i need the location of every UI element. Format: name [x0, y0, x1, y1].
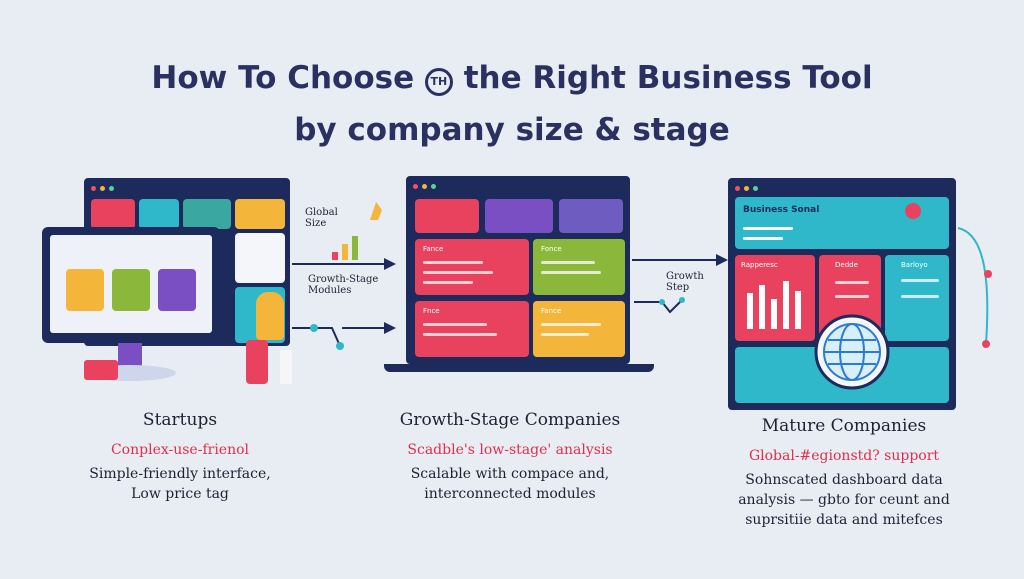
window-controls: [409, 179, 627, 193]
growth-desc-2: interconnected modules: [424, 486, 596, 502]
database-icon: [559, 199, 623, 233]
startups-desc-2: Low price tag: [131, 486, 229, 502]
title-badge-icon: TH: [424, 68, 453, 96]
mature-red-line: Global-#egionstd? support: [748, 448, 940, 464]
window-controls: [731, 181, 953, 195]
connector-startup-growth: [292, 202, 396, 350]
startups-heading: Startups: [142, 410, 218, 430]
growth-red-line: Scadble's low-stage' analysis: [407, 442, 613, 458]
title-line2: by company size & stage: [294, 112, 730, 148]
mature-desc-3: suprsitiie data and mitefces: [745, 512, 943, 528]
mature-section: Mature Companies Global-#egionstd? suppo…: [722, 416, 966, 530]
startups-red-line: Conplex-use-frienol: [110, 442, 250, 458]
globe-icon: [814, 314, 890, 390]
growth-section: Growth-Stage Companies Scadble's low-sta…: [380, 410, 640, 504]
page-title: How To Choose TH the Right Business Tool…: [0, 58, 1024, 150]
startups-desc-1: Simple-friendly interface,: [89, 466, 271, 482]
hand-pointer-icon: [370, 202, 382, 220]
growth-desc-1: Scalable with compace and,: [410, 466, 610, 482]
graduation-cap-icon: [485, 199, 553, 233]
connector-growth-mature: [632, 254, 728, 314]
mature-heading: Mature Companies: [761, 416, 927, 436]
mature-desc-2: analysis — gbto for ceunt and: [738, 492, 950, 508]
growth-screen: Fance Fonce Fnce Fance: [406, 176, 630, 364]
startups-monitor: [42, 227, 220, 343]
startups-section: Startups Conplex-use-frienol Simple-frie…: [80, 410, 280, 504]
laptop-base: [384, 364, 654, 372]
window-controls: [87, 181, 287, 195]
title-line1-a: How To Choose: [151, 60, 415, 96]
mature-side-connector: [957, 227, 992, 348]
growth-heading: Growth-Stage Companies: [399, 410, 621, 430]
title-line1-b: the Right Business Tool: [463, 60, 873, 96]
person-figure: [256, 292, 284, 340]
mature-desc-1: Sohnscated dashboard data: [745, 472, 943, 488]
